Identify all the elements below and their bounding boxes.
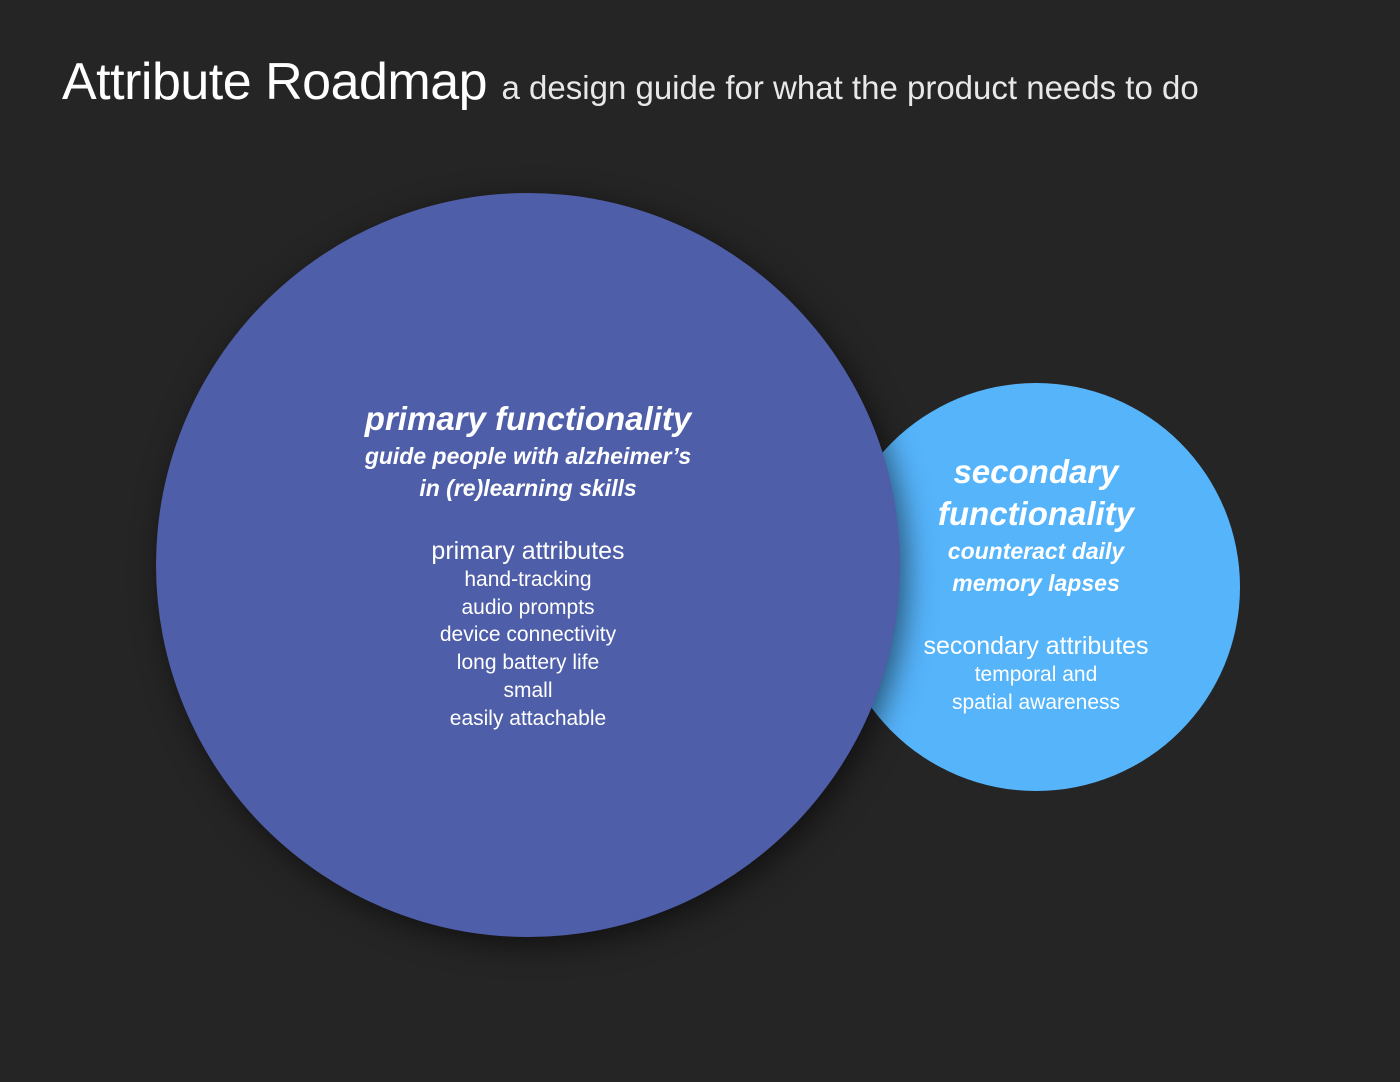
secondary-description-line: counteract daily: [947, 538, 1125, 564]
primary-attributes-heading: primary attributes: [431, 537, 625, 565]
secondary-circle: [832, 383, 1240, 791]
secondary-attribute: spatial awareness: [951, 690, 1121, 714]
primary-text: primary functionality guide people with …: [365, 398, 691, 732]
secondary-heading-line: functionality: [937, 495, 1135, 532]
title-main: Attribute Roadmap: [62, 53, 488, 111]
secondary-text: secondary functionality counteract daily…: [923, 451, 1148, 716]
primary-attribute: long battery life: [456, 651, 600, 675]
secondary-attribute: temporal and: [974, 663, 1098, 686]
secondary-attributes-heading: secondary attributes: [923, 632, 1149, 660]
secondary-description-line: memory lapses: [952, 570, 1120, 596]
primary-attribute: small: [503, 678, 553, 702]
primary-circle: [156, 193, 900, 937]
primary-description-line: guide people with alzheimer’s: [364, 443, 692, 469]
primary-heading: primary functionality: [364, 400, 692, 437]
primary-attribute: audio prompts: [461, 595, 595, 619]
primary-description-line: in (re)learning skills: [419, 475, 637, 501]
title-subtitle: a design guide for what the product need…: [501, 69, 1199, 106]
secondary-heading-line: secondary: [953, 453, 1119, 490]
primary-attribute: hand-tracking: [464, 568, 592, 591]
primary-attribute: device connectivity: [439, 623, 617, 647]
primary-attribute: easily attachable: [449, 706, 607, 730]
page-title: Attribute Roadmap a design guide for wha…: [62, 52, 1199, 112]
